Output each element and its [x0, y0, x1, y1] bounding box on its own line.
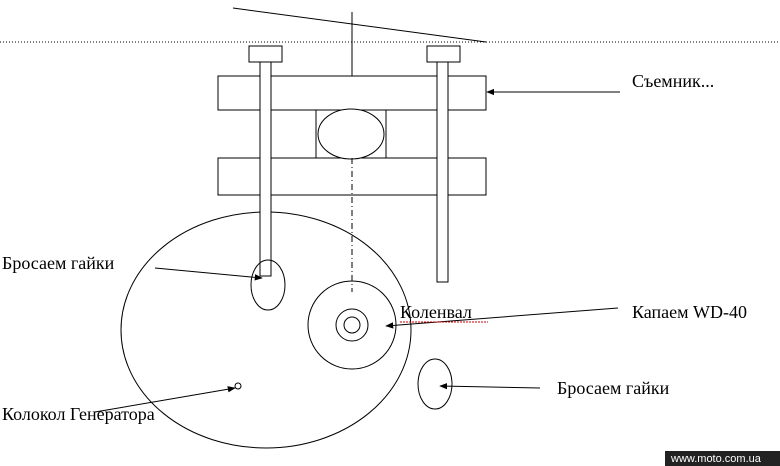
crankshaft-middle-ring — [335, 308, 369, 342]
left-bolt-shaft — [259, 61, 272, 277]
center-block-oval — [317, 108, 385, 160]
crankshaft-outer-ring — [307, 280, 397, 370]
crankshaft-label: Коленвал — [400, 302, 472, 322]
right-nuts-arrow — [439, 382, 541, 390]
right-bolt-head — [426, 45, 461, 63]
puller-label: Съемник... — [632, 71, 714, 91]
right-bolt-shaft — [436, 61, 449, 283]
generator-bell-label: Колокол Генератора — [2, 404, 155, 424]
bell-marker-dot — [234, 382, 242, 390]
watermark-text: www.moto.com.ua — [670, 453, 762, 465]
generator-bell-arrow — [94, 386, 236, 413]
crankshaft-inner-ring — [343, 316, 361, 334]
left-nuts-arrow — [154, 267, 263, 281]
wd40-label: Капаем WD-40 — [632, 302, 747, 322]
drop-nuts-right-label: Бросаем гайки — [557, 378, 670, 398]
right-nut-hole — [417, 358, 453, 410]
slanted-top-line — [232, 7, 487, 43]
watermark-background — [665, 451, 780, 466]
left-nut-hole — [250, 259, 286, 311]
drop-nuts-left-label: Бросаем гайки — [2, 253, 115, 273]
wd40-arrow — [385, 307, 619, 329]
left-bolt-head — [248, 45, 283, 63]
